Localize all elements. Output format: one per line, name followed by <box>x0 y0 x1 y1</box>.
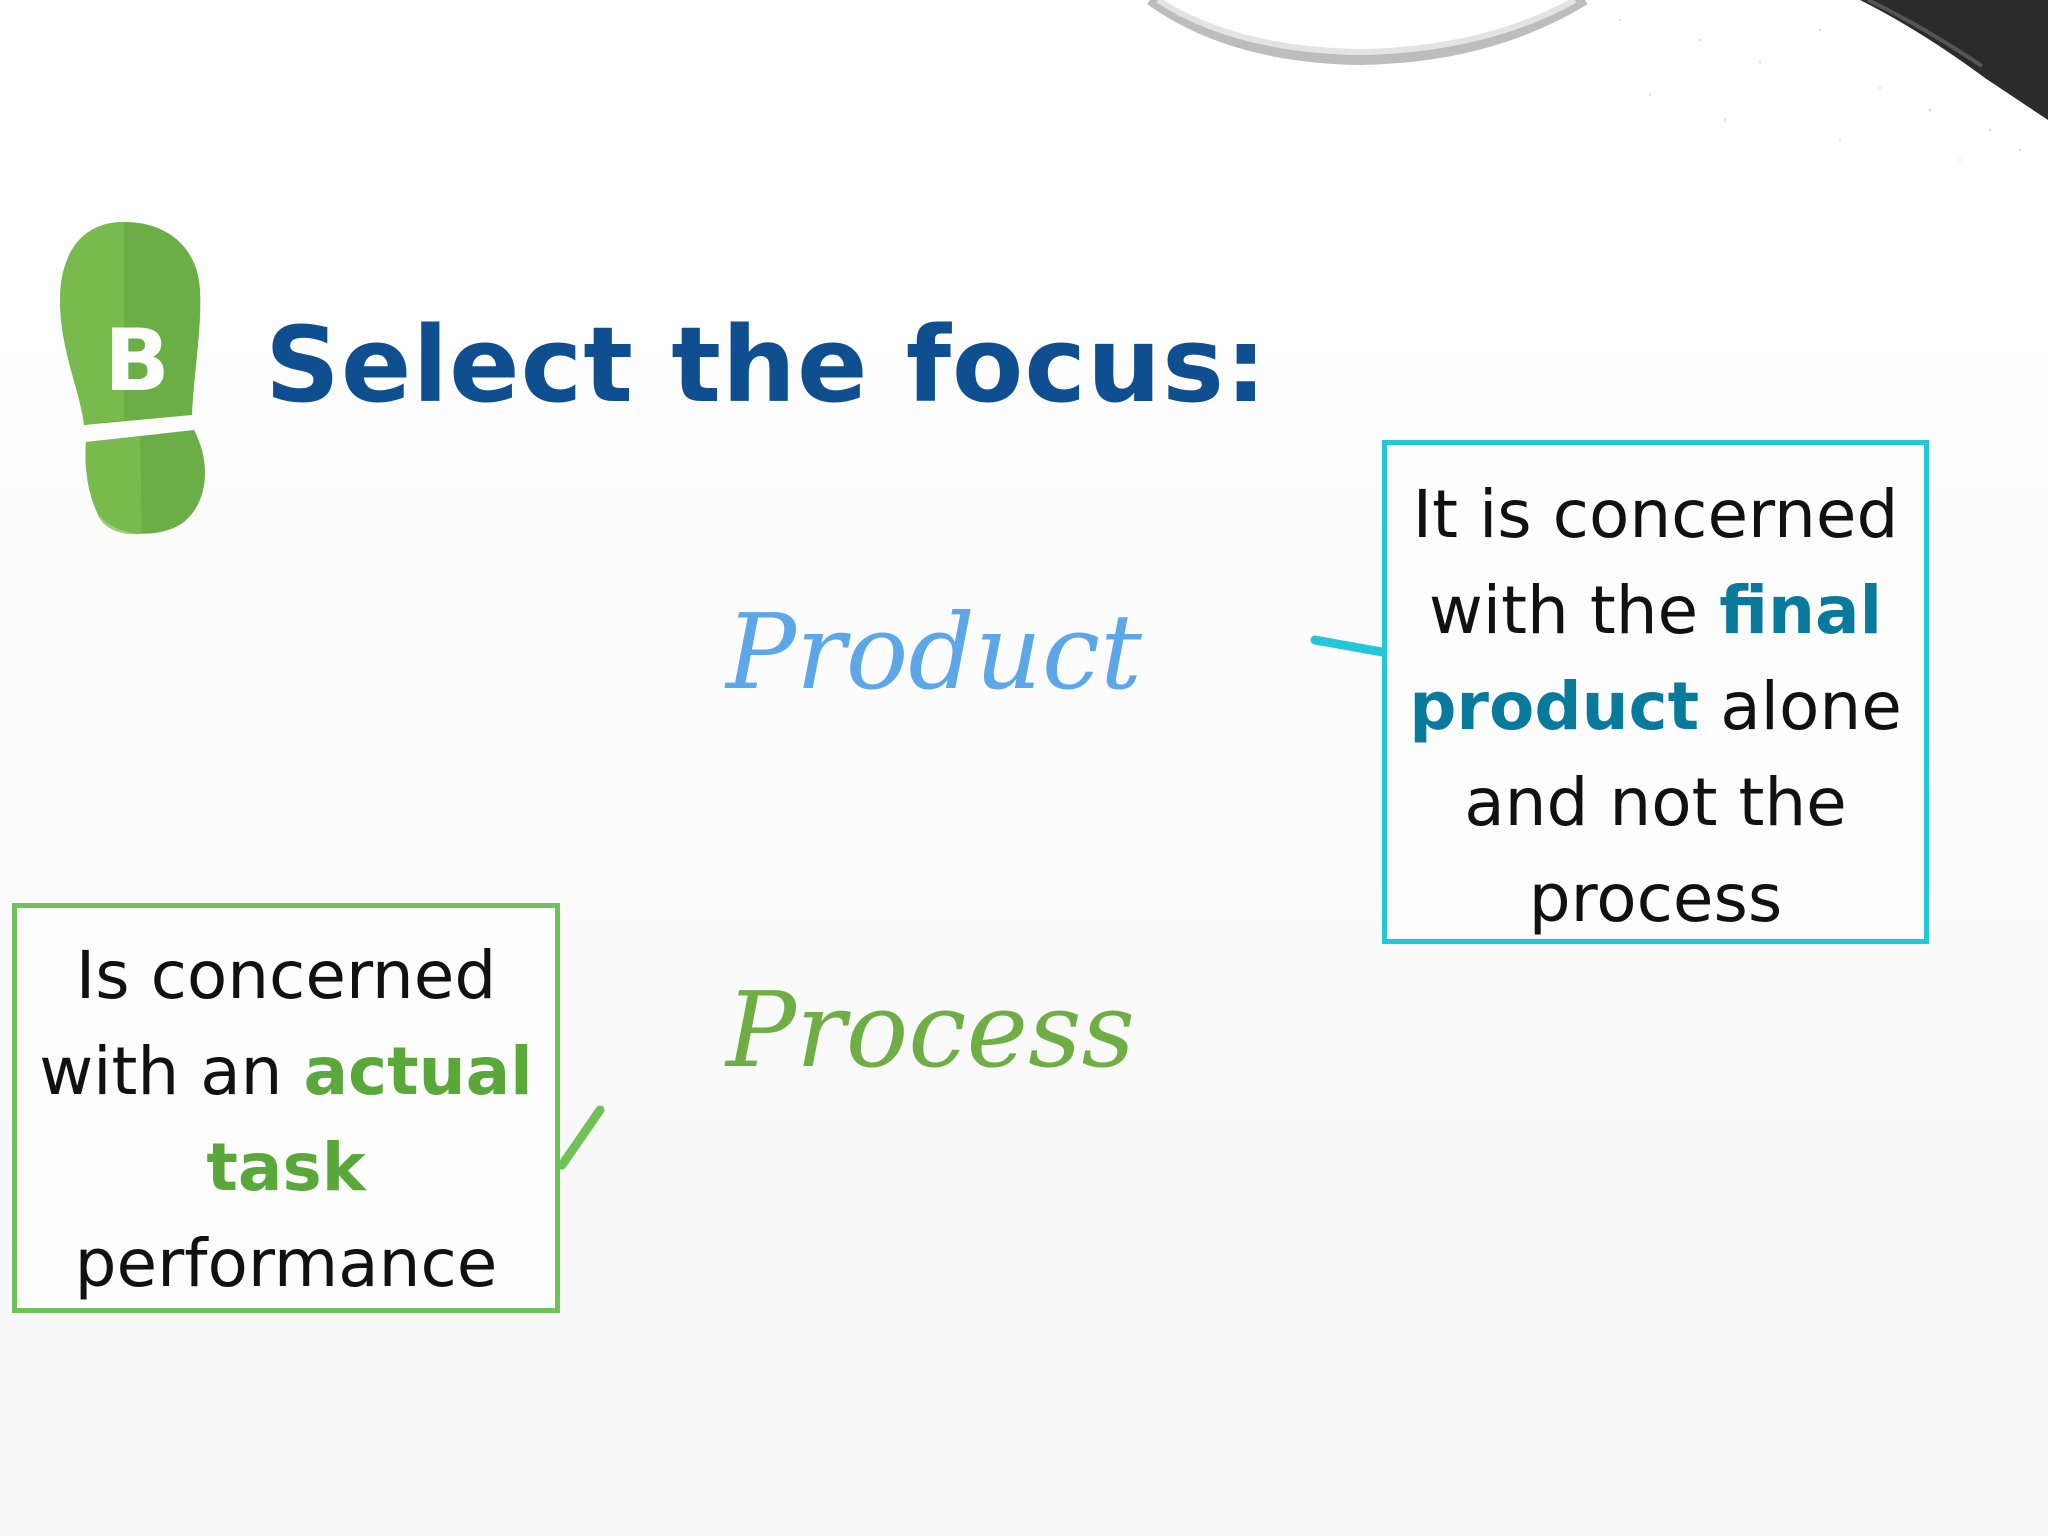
callout-product-text: alone <box>1699 668 1902 745</box>
callout-product-highlight: product <box>1409 668 1700 745</box>
callout-product-text: with the <box>1428 572 1720 649</box>
callout-product-line3: product alone <box>1397 659 1914 755</box>
callout-product: It is concerned with the final product a… <box>1382 440 1929 944</box>
callout-process-line3: task <box>206 1129 366 1206</box>
step-letter: B <box>104 311 170 411</box>
paper-texture <box>1618 18 2022 162</box>
footprint-icon <box>60 222 205 535</box>
callout-process-line1: Is concerned <box>75 937 497 1014</box>
step-badge: B <box>52 220 232 535</box>
callout-product-line1: It is concerned <box>1412 476 1899 553</box>
option-product: Product <box>726 591 1142 713</box>
process-connector-line <box>557 1105 605 1170</box>
callout-product-line2: with the final <box>1397 563 1914 659</box>
callout-product-line5: process <box>1528 860 1783 937</box>
magnifier-glass-icon <box>1147 0 2048 120</box>
page-title: Select the focus: <box>265 304 1268 426</box>
callout-product-highlight: final <box>1719 572 1883 649</box>
callout-process-line4: performance <box>74 1225 498 1302</box>
product-connector-line <box>1310 635 1387 657</box>
callout-process-line2: with an actual <box>25 1024 547 1120</box>
callout-product-line4: and not the <box>1464 764 1847 841</box>
option-process: Process <box>726 969 1135 1091</box>
callout-process: Is concerned with an actual task perform… <box>12 903 560 1313</box>
callout-process-text: with an <box>39 1033 304 1110</box>
callout-process-highlight: actual <box>303 1033 533 1110</box>
